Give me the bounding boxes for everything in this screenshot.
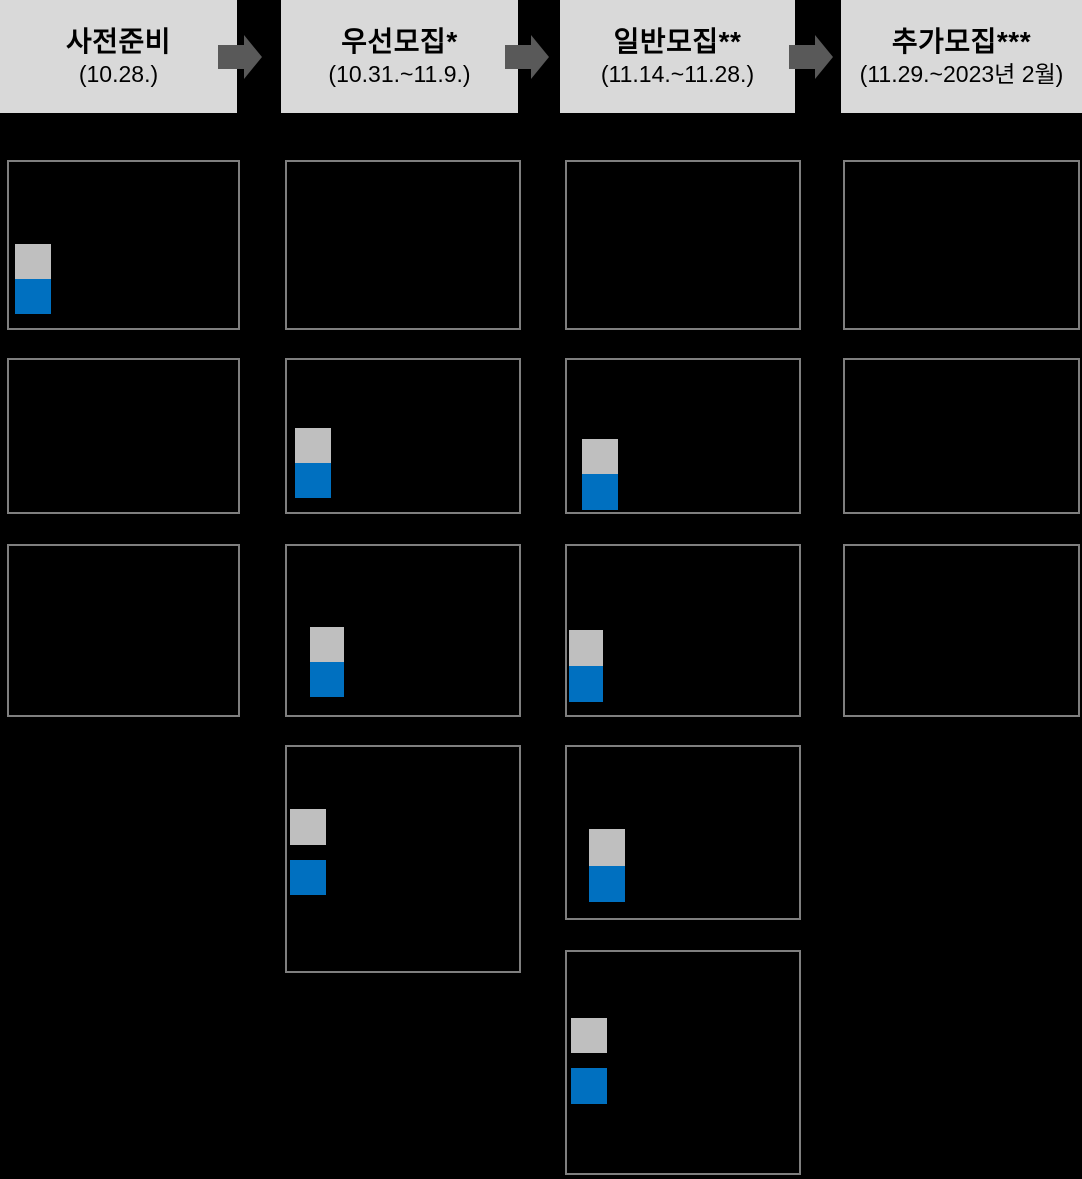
stage-date: (10.31.~11.9.) [328,60,471,87]
gray-marker-icon [589,829,625,866]
gray-marker-icon [569,630,603,666]
stage-title: 일반모집** [613,25,742,57]
cell-r5c3 [565,950,801,1175]
stage-title: 우선모집* [341,25,458,57]
blue-marker-icon [295,463,331,498]
blue-marker-icon [290,860,326,895]
arrow-right-icon [505,35,549,79]
blue-marker-icon [569,666,603,702]
cell-r2c1 [7,358,240,514]
stage-header-priority-recruitment: 우선모집* (10.31.~11.9.) [281,0,518,113]
blue-marker-icon [582,474,618,510]
gray-marker-icon [582,439,618,474]
cell-r3c1 [7,544,240,717]
cell-r4c3 [565,745,801,920]
cell-r3c2 [285,544,521,717]
gray-marker-icon [290,809,326,845]
stage-date: (10.28.) [78,60,159,87]
cell-r1c4 [843,160,1080,330]
blue-marker-icon [589,866,625,902]
stage-header-preparation: 사전준비 (10.28.) [0,0,237,113]
stage-header-additional-recruitment: 추가모집*** (11.29.~2023년 2월) [841,0,1082,113]
gray-marker-icon [571,1018,607,1053]
cell-r2c2 [285,358,521,514]
stage-header-general-recruitment: 일반모집** (11.14.~11.28.) [560,0,795,113]
cell-r4c2 [285,745,521,973]
stage-date: (11.14.~11.28.) [600,60,755,87]
cell-r1c1 [7,160,240,330]
stage-date: (11.29.~2023년 2월) [859,60,1064,87]
gray-marker-icon [295,428,331,463]
gray-marker-icon [310,627,344,662]
stage-title: 추가모집*** [891,25,1032,57]
blue-marker-icon [310,662,344,697]
cell-r2c4 [843,358,1080,514]
cell-r3c3 [565,544,801,717]
arrow-right-icon [789,35,833,79]
blue-marker-icon [571,1068,607,1104]
stage-title: 사전준비 [65,25,172,57]
cell-r3c4 [843,544,1080,717]
cell-r2c3 [565,358,801,514]
cell-r1c2 [285,160,521,330]
arrow-right-icon [218,35,262,79]
cell-r1c3 [565,160,801,330]
gray-marker-icon [15,244,51,279]
blue-marker-icon [15,279,51,314]
